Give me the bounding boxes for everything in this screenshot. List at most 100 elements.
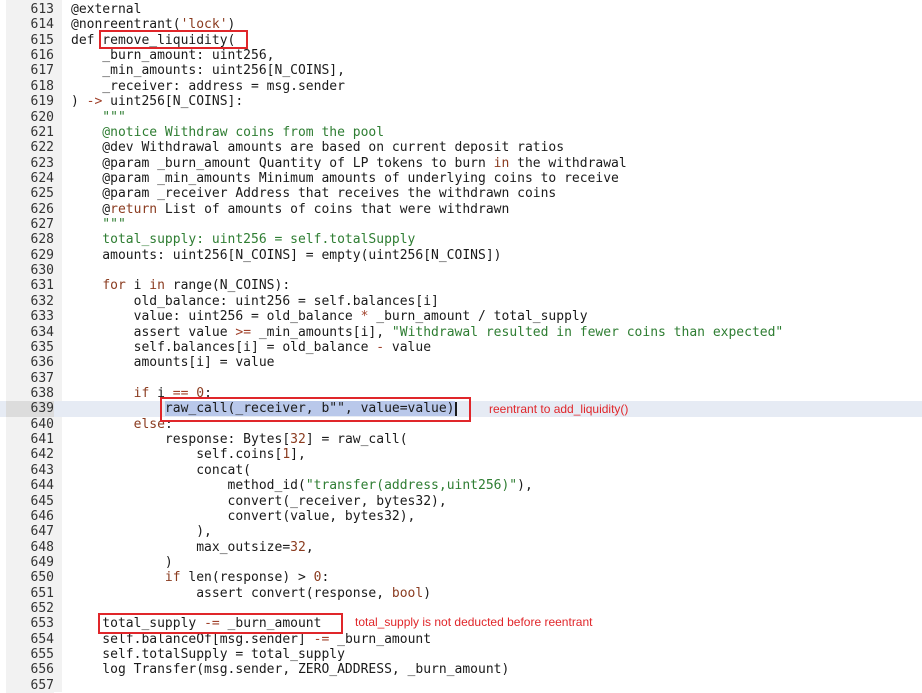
- code-token: >=: [235, 324, 252, 340]
- code-token: convert(_receiver, bytes32),: [71, 493, 447, 509]
- code-line[interactable]: 640 else:: [0, 416, 922, 433]
- code-line[interactable]: 646 convert(value, bytes32),: [0, 508, 922, 525]
- code-token: for: [102, 278, 126, 294]
- code-line[interactable]: 648 max_outsize=32,: [0, 539, 922, 555]
- code-line[interactable]: 642 self.coins[1],: [0, 447, 922, 463]
- code-token: else: [133, 416, 165, 432]
- code-token: "transfer(address,uint256)": [305, 478, 518, 494]
- code-line[interactable]: 651 assert convert(response, bool): [0, 585, 922, 602]
- code-line[interactable]: 633 value: uint256 = old_balance * _burn…: [0, 309, 922, 325]
- code-token: self.coins[: [71, 447, 283, 463]
- code-line[interactable]: 645 convert(_receiver, bytes32),: [0, 493, 922, 509]
- code-line[interactable]: 620 """: [0, 109, 922, 125]
- code-token: range(N_COINS):: [164, 278, 291, 294]
- code-token: _burn_amount / total_supply: [368, 309, 588, 325]
- code-token: @: [71, 201, 111, 217]
- code-line[interactable]: 652: [0, 601, 922, 617]
- code-text: def remove_liquidity(: [71, 33, 235, 48]
- code-text: """: [71, 110, 126, 125]
- line-number: 628: [6, 232, 54, 248]
- code-line[interactable]: 647 ),: [0, 524, 922, 540]
- line-number: 654: [6, 631, 54, 648]
- line-number: 642: [6, 447, 54, 463]
- line-number: 634: [6, 324, 54, 340]
- code-line[interactable]: 650 if len(response) > 0:: [0, 570, 922, 586]
- line-number: 627: [6, 217, 54, 233]
- code-line[interactable]: 639 raw_call(_receiver, b"", value=value…: [0, 401, 922, 417]
- code-line[interactable]: 637: [0, 370, 922, 386]
- code-token: -=: [313, 631, 330, 647]
- code-line[interactable]: 656 log Transfer(msg.sender, ZERO_ADDRES…: [0, 662, 922, 678]
- code-line[interactable]: 636 amounts[i] = value: [0, 355, 922, 371]
- code-line[interactable]: 644 method_id("transfer(address,uint256)…: [0, 478, 922, 494]
- line-number: 613: [6, 2, 54, 18]
- code-line[interactable]: 649 ): [0, 554, 922, 571]
- code-token: in: [493, 155, 510, 171]
- line-number: 616: [6, 48, 54, 64]
- line-number: 614: [6, 17, 54, 33]
- code-line[interactable]: 630: [0, 263, 922, 279]
- code-line[interactable]: 629 amounts: uint256[N_COINS] = empty(ui…: [0, 247, 922, 264]
- code-text: assert convert(response, bool): [71, 586, 431, 601]
- code-line[interactable]: 619) -> uint256[N_COINS]:: [0, 94, 922, 110]
- code-text: convert(_receiver, bytes32),: [71, 494, 447, 509]
- code-text: convert(value, bytes32),: [71, 509, 416, 524]
- code-text: @dev Withdrawal amounts are based on cur…: [71, 140, 564, 155]
- code-token: i: [149, 385, 173, 401]
- line-number: 646: [6, 508, 54, 525]
- code-line[interactable]: 624 @param _min_amounts Minimum amounts …: [0, 170, 922, 187]
- code-line[interactable]: 631 for i in range(N_COINS):: [0, 278, 922, 294]
- code-token: """: [71, 217, 126, 233]
- code-text: self.balances[i] = old_balance - value: [71, 340, 431, 355]
- code-line[interactable]: 616 _burn_amount: uint256,: [0, 48, 922, 64]
- line-number: 656: [6, 662, 54, 678]
- code-line[interactable]: 625 @param _receiver Address that receiv…: [0, 186, 922, 202]
- code-line[interactable]: 638 if i == 0:: [0, 385, 922, 402]
- code-line[interactable]: 634 assert value >= _min_amounts[i], "Wi…: [0, 324, 922, 340]
- code-token: ->: [86, 94, 103, 110]
- line-number: 649: [6, 554, 54, 571]
- code-line[interactable]: 632 old_balance: uint256 = self.balances…: [0, 293, 922, 310]
- code-text: response: Bytes[32] = raw_call(: [71, 432, 408, 447]
- line-number: 653: [6, 616, 54, 632]
- code-line[interactable]: 626 @return List of amounts of coins tha…: [0, 201, 922, 218]
- code-text: total_supply: uint256 = self.totalSupply: [71, 232, 415, 247]
- code-line[interactable]: 613@external: [0, 2, 922, 18]
- code-text: @param _min_amounts Minimum amounts of u…: [71, 171, 619, 186]
- code-line[interactable]: 618 _receiver: address = msg.sender: [0, 78, 922, 95]
- code-text: total_supply -= _burn_amount: [71, 616, 321, 631]
- code-token: assert convert(response,: [71, 585, 392, 601]
- text-cursor: [454, 401, 457, 416]
- code-line[interactable]: 654 self.balanceOf[msg.sender] -= _burn_…: [0, 631, 922, 648]
- line-number: 615: [6, 32, 54, 49]
- code-line[interactable]: 628 total_supply: uint256 = self.totalSu…: [0, 232, 922, 248]
- code-token: method_id(: [71, 478, 306, 494]
- code-line[interactable]: 623 @param _burn_amount Quantity of LP t…: [0, 155, 922, 171]
- code-text: self.balanceOf[msg.sender] -= _burn_amou…: [71, 632, 431, 647]
- code-line[interactable]: 621 @notice Withdraw coins from the pool: [0, 124, 922, 141]
- code-token: 32: [290, 432, 306, 448]
- code-token: _min_amounts[i],: [251, 324, 392, 340]
- code-line[interactable]: 653 total_supply -= _burn_amount: [0, 616, 922, 632]
- code-text: @param _receiver Address that receives t…: [71, 186, 556, 201]
- line-number: 626: [6, 201, 54, 218]
- code-line[interactable]: 622 @dev Withdrawal amounts are based on…: [0, 140, 922, 156]
- code-line[interactable]: 615 def remove_liquidity(: [0, 32, 922, 49]
- code-token: [71, 570, 165, 585]
- code-line[interactable]: 655 self.totalSupply = total_supply: [0, 647, 922, 663]
- code-token: log Transfer(msg.sender, ZERO_ADDRESS, _…: [71, 662, 510, 678]
- code-token: ): [71, 94, 87, 110]
- code-line[interactable]: 657: [0, 677, 922, 693]
- code-line[interactable]: 643 concat(: [0, 462, 922, 479]
- line-number: 645: [6, 493, 54, 509]
- code-token: value: [384, 339, 432, 355]
- code-line[interactable]: 614 @nonreentrant('lock'): [0, 17, 922, 33]
- line-number: 635: [6, 339, 54, 356]
- code-text: @nonreentrant('lock'): [71, 17, 235, 32]
- code-line[interactable]: 635 self.balances[i] = old_balance - val…: [0, 339, 922, 356]
- code-token: in: [149, 278, 165, 294]
- code-line[interactable]: 617 _min_amounts: uint256[N_COINS],: [0, 63, 922, 79]
- code-line[interactable]: 641 response: Bytes[32] = raw_call(: [0, 432, 922, 448]
- code-line[interactable]: 627 """: [0, 217, 922, 233]
